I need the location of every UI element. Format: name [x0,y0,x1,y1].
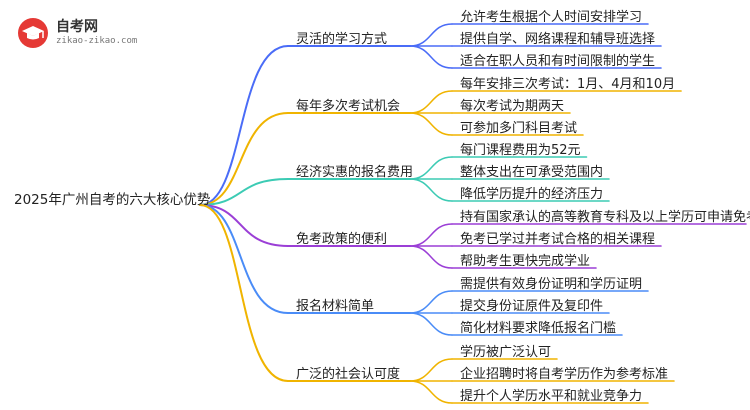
leaf-topic-1-2: 提供自学、网络课程和辅导班选择 [460,32,656,47]
leaf-connector-2-1 [409,90,453,114]
leaf-connector-6-3 [409,380,453,404]
leaf-topic-5-1: 需提供有效身份证明和学历证明 [460,277,643,292]
graduation-cap-icon [18,18,48,48]
branch-topic-3: 经济实惠的报名费用 [296,165,414,180]
leaf-connector-4-1 [409,223,453,247]
logo-subtitle: zikao-zikao.com [56,36,138,46]
branch-connector-6 [199,204,289,382]
leaf-topic-6-2: 企业招聘时将自考学历作为参考标准 [460,367,669,382]
leaf-topic-2-2: 每次考试为期两天 [460,99,565,114]
leaf-topic-4-2: 免考已学过并考试合格的相关课程 [460,232,656,247]
leaf-connector-3-3 [409,178,453,202]
leaf-connector-6-1 [409,358,453,382]
branch-topic-4: 免考政策的便利 [296,232,388,247]
branch-connector-3 [199,178,289,206]
leaf-connector-3-1 [409,156,453,180]
leaf-connector-1-3 [409,45,453,69]
leaf-connector-5-1 [409,290,453,314]
leaf-connector-4-3 [409,245,453,269]
leaf-topic-2-3: 可参加多门科目考试 [460,121,578,136]
branch-connector-5 [199,204,289,314]
leaf-topic-6-1: 学历被广泛认可 [460,345,552,360]
leaf-topic-1-3: 适合在职人员和有时间限制的学生 [460,54,656,69]
site-logo: 自考网 zikao-zikao.com [18,14,138,50]
branch-topic-6: 广泛的社会认可度 [296,367,401,382]
branch-topic-5: 报名材料简单 [296,299,375,314]
leaf-topic-3-2: 整体支出在可承受范围内 [460,165,604,180]
leaf-topic-2-1: 每年安排三次考试：1月、4月和10月 [460,77,676,92]
leaf-topic-4-3: 帮助考生更快完成学业 [460,254,591,269]
branch-topic-2: 每年多次考试机会 [296,99,401,114]
leaf-topic-5-2: 提交身份证原件及复印件 [460,299,604,314]
leaf-topic-5-3: 简化材料要求降低报名门槛 [460,321,617,336]
leaf-topic-1-1: 允许考生根据个人时间安排学习 [460,10,643,25]
leaf-topic-6-3: 提升个人学历水平和就业竞争力 [460,389,643,404]
root-topic: 2025年广州自考的六大核心优势 [14,192,211,208]
branch-connector-2 [199,112,289,206]
leaf-topic-3-3: 降低学历提升的经济压力 [460,187,604,202]
branch-connector-4 [199,204,289,247]
leaf-connector-5-3 [409,312,453,336]
leaf-topic-3-1: 每门课程费用为52元 [460,143,581,158]
branch-topic-1: 灵活的学习方式 [296,32,388,47]
branch-connector-1 [199,45,289,206]
leaf-connector-2-3 [409,112,453,136]
leaf-topic-4-1: 持有国家承认的高等教育专科及以上学历可申请免考 [460,210,750,225]
logo-title: 自考网 [56,19,98,35]
leaf-connector-1-1 [409,23,453,47]
